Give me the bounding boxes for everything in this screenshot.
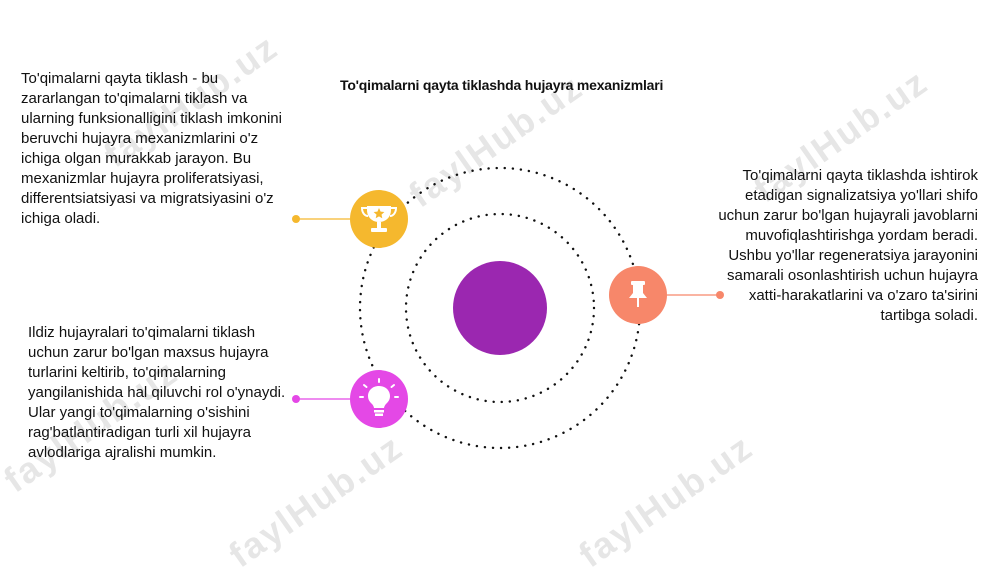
diagram-title: To'qimalarni qayta tiklashda hujayra mex… [340,77,664,93]
center-circle [453,261,547,355]
lightbulb-node [350,370,408,428]
pushpin-icon [629,281,647,307]
lightbulb-icon [359,378,399,416]
connector-dot-1 [292,215,300,223]
connector-dot-3 [716,291,724,299]
description-2: Ildiz hujayralari to'qimalarni tiklash u… [28,324,286,461]
pushpin-node [609,266,667,324]
orbit-diagram [292,166,724,450]
trophy-icon [360,206,398,232]
inner-orbit [404,212,596,404]
trophy-node [350,190,408,248]
description-3: To'qimalarni qayta tiklashda ishtirok et… [718,167,978,324]
connector-dot-2 [292,395,300,403]
description-1: To'qimalarni qayta tiklash - bu zararlan… [21,70,282,227]
